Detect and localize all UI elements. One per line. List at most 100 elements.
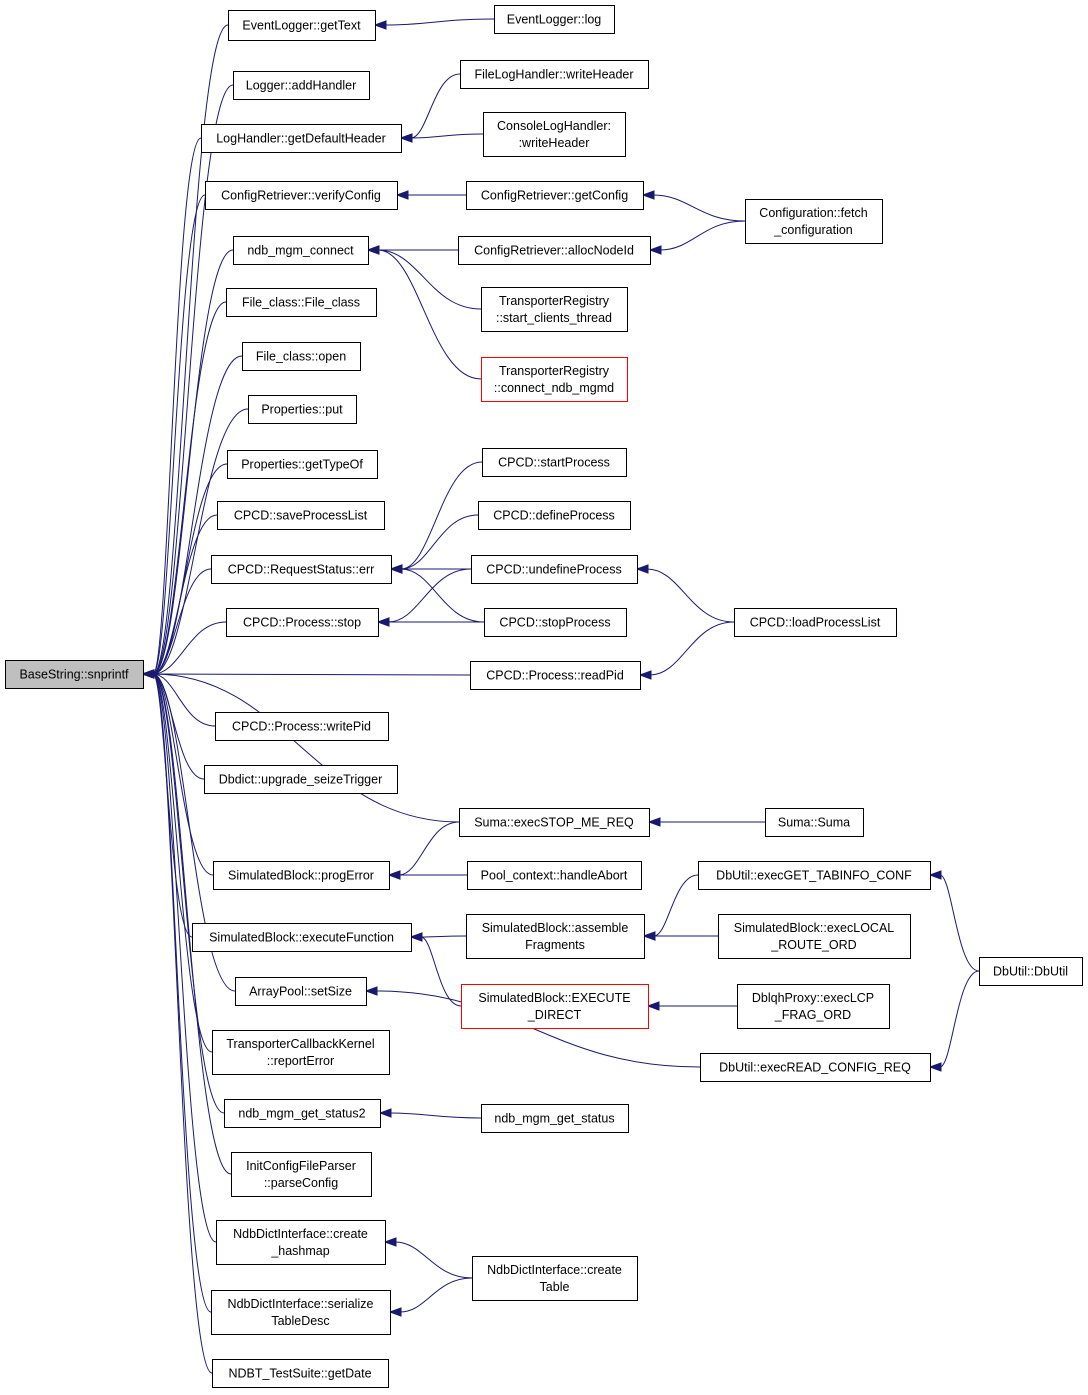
node-box-cpcd_rs_err[interactable]: [211, 555, 392, 584]
node-ndbt_getdate[interactable]: NDBT_TestSuite::getDate: [212, 1359, 389, 1388]
node-box-icfp_parseconfig[interactable]: [231, 1152, 372, 1197]
node-sb_progerror[interactable]: SimulatedBlock::progError: [213, 861, 390, 890]
node-box-ndb_mgm_status2[interactable]: [224, 1099, 381, 1128]
node-cpcd_startprocess[interactable]: CPCD::startProcess: [482, 448, 627, 477]
node-suma_suma[interactable]: Suma::Suma: [765, 808, 864, 837]
node-box-dbp_execlcp[interactable]: [737, 984, 890, 1029]
node-box-cpcd_p_stop[interactable]: [226, 608, 379, 637]
node-tr_connect_mgmd[interactable]: TransporterRegistry::connect_ndb_mgmd: [481, 357, 628, 402]
node-cpcd_rs_err[interactable]: CPCD::RequestStatus::err: [211, 555, 392, 584]
node-cpcd_p_readpid[interactable]: CPCD::Process::readPid: [470, 661, 641, 690]
node-box-fc_open[interactable]: [242, 342, 361, 371]
node-sb_executefunction[interactable]: SimulatedBlock::executeFunction: [192, 923, 412, 952]
node-ndb_mgm_status[interactable]: ndb_mgm_get_status: [481, 1104, 629, 1133]
node-box-el_log[interactable]: [494, 5, 615, 34]
node-box-lh_getdefaultheader[interactable]: [201, 124, 402, 153]
node-box-ap_setsize[interactable]: [235, 977, 367, 1006]
node-box-prop_gettypeof[interactable]: [227, 450, 378, 479]
node-fc_open[interactable]: File_class::open: [242, 342, 361, 371]
node-box-cpcd_p_readpid[interactable]: [470, 661, 641, 690]
node-cr_allocnodeid[interactable]: ConfigRetriever::allocNodeId: [458, 236, 651, 265]
node-box-sb_executefunction[interactable]: [192, 923, 412, 952]
node-cpcd_stopprocess[interactable]: CPCD::stopProcess: [484, 608, 627, 637]
node-suma_execstop[interactable]: Suma::execSTOP_ME_REQ: [459, 808, 650, 837]
node-box-dbdict_upgrade[interactable]: [204, 765, 398, 794]
node-box-du_exec_readconfig[interactable]: [700, 1053, 931, 1082]
node-cr_getconfig[interactable]: ConfigRetriever::getConfig: [466, 181, 644, 210]
node-box-ndi_create_hashmap[interactable]: [216, 1220, 386, 1265]
node-box-root[interactable]: [5, 660, 144, 689]
node-flh_writeheader[interactable]: FileLogHandler::writeHeader: [460, 60, 649, 89]
node-box-pc_handleabort[interactable]: [467, 861, 642, 890]
node-cpcd_defineprocess[interactable]: CPCD::defineProcess: [478, 501, 631, 530]
node-prop_gettypeof[interactable]: Properties::getTypeOf: [227, 450, 378, 479]
node-box-el_gettext[interactable]: [228, 10, 376, 41]
node-ndi_create_hashmap[interactable]: NdbDictInterface::create_hashmap: [216, 1220, 386, 1265]
node-box-cpcd_undefineprocess[interactable]: [471, 555, 638, 584]
node-cpcd_p_stop[interactable]: CPCD::Process::stop: [226, 608, 379, 637]
node-lh_getdefaultheader[interactable]: LogHandler::getDefaultHeader: [201, 124, 402, 153]
node-box-cpcd_startprocess[interactable]: [482, 448, 627, 477]
node-clh_writeheader[interactable]: ConsoleLogHandler::writeHeader: [483, 112, 626, 157]
node-el_log[interactable]: EventLogger::log: [494, 5, 615, 34]
node-box-cr_getconfig[interactable]: [466, 181, 644, 210]
node-el_gettext[interactable]: EventLogger::getText: [228, 10, 376, 41]
node-dbp_execlcp[interactable]: DblqhProxy::execLCP_FRAG_ORD: [737, 984, 890, 1029]
node-pc_handleabort[interactable]: Pool_context::handleAbort: [467, 861, 642, 890]
node-root[interactable]: BaseString::snprintf: [5, 660, 144, 689]
node-prop_put[interactable]: Properties::put: [248, 395, 357, 424]
node-box-cpcd_defineprocess[interactable]: [478, 501, 631, 530]
node-cr_verifyconfig[interactable]: ConfigRetriever::verifyConfig: [205, 181, 398, 210]
node-box-tr_start_clients[interactable]: [481, 287, 628, 332]
node-box-clh_writeheader[interactable]: [483, 112, 626, 157]
node-dbdict_upgrade[interactable]: Dbdict::upgrade_seizeTrigger: [204, 765, 398, 794]
node-cpcd_p_writepid[interactable]: CPCD::Process::writePid: [215, 712, 389, 741]
node-box-lg_addhandler[interactable]: [233, 71, 370, 100]
node-du_dbutil[interactable]: DbUtil::DbUtil: [979, 957, 1083, 986]
node-box-ndb_mgm_connect[interactable]: [233, 236, 369, 265]
node-box-fc_fileclass[interactable]: [226, 288, 377, 317]
node-du_exec_readconfig[interactable]: DbUtil::execREAD_CONFIG_REQ: [700, 1053, 931, 1082]
node-ndb_mgm_status2[interactable]: ndb_mgm_get_status2: [224, 1099, 381, 1128]
node-box-flh_writeheader[interactable]: [460, 60, 649, 89]
node-box-suma_suma[interactable]: [765, 808, 864, 837]
node-ap_setsize[interactable]: ArrayPool::setSize: [235, 977, 367, 1006]
node-cpcd_loadprocesslist[interactable]: CPCD::loadProcessList: [734, 608, 897, 637]
node-box-cr_allocnodeid[interactable]: [458, 236, 651, 265]
node-box-ndb_mgm_status[interactable]: [481, 1104, 629, 1133]
node-box-tck_reporterror[interactable]: [212, 1030, 390, 1075]
node-box-du_dbutil[interactable]: [979, 957, 1083, 986]
node-box-du_exec_tabinfo[interactable]: [698, 861, 931, 890]
node-box-sb_execlocal[interactable]: [718, 914, 911, 959]
node-box-ndbt_getdate[interactable]: [212, 1359, 389, 1388]
node-cpcd_saveprocesslist[interactable]: CPCD::saveProcessList: [217, 501, 385, 530]
node-ndb_mgm_connect[interactable]: ndb_mgm_connect: [233, 236, 369, 265]
node-box-cfg_fetch[interactable]: [745, 199, 883, 244]
node-tr_start_clients[interactable]: TransporterRegistry::start_clients_threa…: [481, 287, 628, 332]
node-box-sb_execute_direct[interactable]: [461, 984, 649, 1029]
node-fc_fileclass[interactable]: File_class::File_class: [226, 288, 377, 317]
node-box-prop_put[interactable]: [248, 395, 357, 424]
node-box-sb_progerror[interactable]: [213, 861, 390, 890]
node-box-cpcd_saveprocesslist[interactable]: [217, 501, 385, 530]
node-box-cpcd_p_writepid[interactable]: [215, 712, 389, 741]
node-box-cr_verifyconfig[interactable]: [205, 181, 398, 210]
node-box-tr_connect_mgmd[interactable]: [481, 357, 628, 402]
node-box-cpcd_stopprocess[interactable]: [484, 608, 627, 637]
node-cpcd_undefineprocess[interactable]: CPCD::undefineProcess: [471, 555, 638, 584]
node-box-sb_assemble[interactable]: [466, 914, 645, 959]
node-cfg_fetch[interactable]: Configuration::fetch_configuration: [745, 199, 883, 244]
node-sb_execute_direct[interactable]: SimulatedBlock::EXECUTE_DIRECT: [461, 984, 649, 1029]
node-tck_reporterror[interactable]: TransporterCallbackKernel::reportError: [212, 1030, 390, 1075]
node-box-ndi_serialize[interactable]: [211, 1290, 391, 1335]
node-du_exec_tabinfo[interactable]: DbUtil::execGET_TABINFO_CONF: [698, 861, 931, 890]
node-box-cpcd_loadprocesslist[interactable]: [734, 608, 897, 637]
node-box-suma_execstop[interactable]: [459, 808, 650, 837]
node-icfp_parseconfig[interactable]: InitConfigFileParser::parseConfig: [231, 1152, 372, 1197]
node-sb_execlocal[interactable]: SimulatedBlock::execLOCAL_ROUTE_ORD: [718, 914, 911, 959]
node-lg_addhandler[interactable]: Logger::addHandler: [233, 71, 370, 100]
node-box-ndi_createtable[interactable]: [472, 1256, 638, 1301]
